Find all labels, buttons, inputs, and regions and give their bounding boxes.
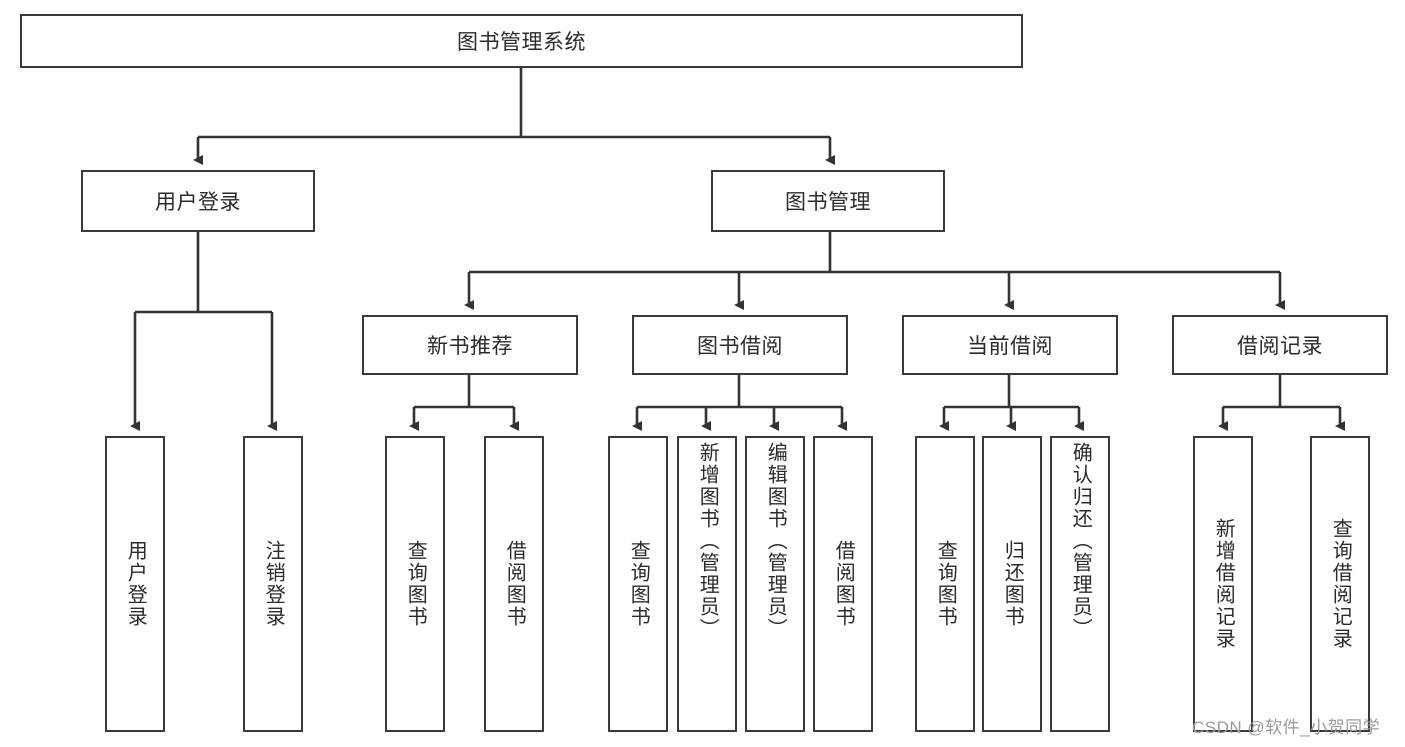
leaf-query-book-recommend[interactable]: 查询图书: [385, 436, 445, 732]
node-label: 图书管理系统: [457, 31, 586, 54]
node-label: 确认归还（管理员）: [1069, 442, 1092, 640]
node-label: 借阅图书: [832, 540, 855, 628]
leaf-query-book-borrow[interactable]: 查询图书: [608, 436, 668, 732]
leaf-borrow-book-recommend[interactable]: 借阅图书: [484, 436, 544, 732]
node-root-book-management-system[interactable]: 图书管理系统: [20, 14, 1023, 68]
node-label: 注销登录: [262, 540, 285, 628]
node-label: 用户登录: [155, 191, 241, 214]
node-label: 用户登录: [124, 540, 147, 628]
node-label: 当前借阅: [967, 335, 1053, 358]
leaf-query-borrow-record[interactable]: 查询借阅记录: [1310, 436, 1370, 732]
node-label: 新增借阅记录: [1212, 518, 1235, 650]
node-label: 查询图书: [404, 540, 427, 628]
node-new-book-recommend[interactable]: 新书推荐: [362, 315, 578, 375]
node-label: 编辑图书（管理员）: [764, 442, 787, 640]
leaf-return-book[interactable]: 归还图书: [982, 436, 1042, 732]
leaf-confirm-return-admin[interactable]: 确认归还（管理员）: [1050, 436, 1110, 732]
node-label: 图书借阅: [697, 335, 783, 358]
node-current-borrow[interactable]: 当前借阅: [902, 315, 1118, 375]
node-book-borrow[interactable]: 图书借阅: [632, 315, 848, 375]
node-label: 查询图书: [934, 540, 957, 628]
leaf-query-book-current[interactable]: 查询图书: [915, 436, 975, 732]
node-label: 借阅图书: [503, 540, 526, 628]
node-borrow-record[interactable]: 借阅记录: [1172, 315, 1388, 375]
node-label: 新增图书（管理员）: [696, 442, 719, 640]
node-label: 查询图书: [627, 540, 650, 628]
node-user-login[interactable]: 用户登录: [81, 170, 315, 232]
node-label: 图书管理: [785, 191, 871, 214]
node-label: 借阅记录: [1237, 335, 1323, 358]
leaf-user-login[interactable]: 用户登录: [105, 436, 165, 732]
watermark-text: CSDN @软件_小贺同学: [1192, 718, 1381, 737]
leaf-add-borrow-record[interactable]: 新增借阅记录: [1193, 436, 1253, 732]
leaf-logout[interactable]: 注销登录: [243, 436, 303, 732]
leaf-borrow-book[interactable]: 借阅图书: [813, 436, 873, 732]
node-label: 查询借阅记录: [1329, 518, 1352, 650]
node-label: 新书推荐: [427, 335, 513, 358]
node-label: 归还图书: [1001, 540, 1024, 628]
leaf-add-book-admin[interactable]: 新增图书（管理员）: [677, 436, 737, 732]
node-book-management[interactable]: 图书管理: [711, 170, 945, 232]
leaf-edit-book-admin[interactable]: 编辑图书（管理员）: [745, 436, 805, 732]
